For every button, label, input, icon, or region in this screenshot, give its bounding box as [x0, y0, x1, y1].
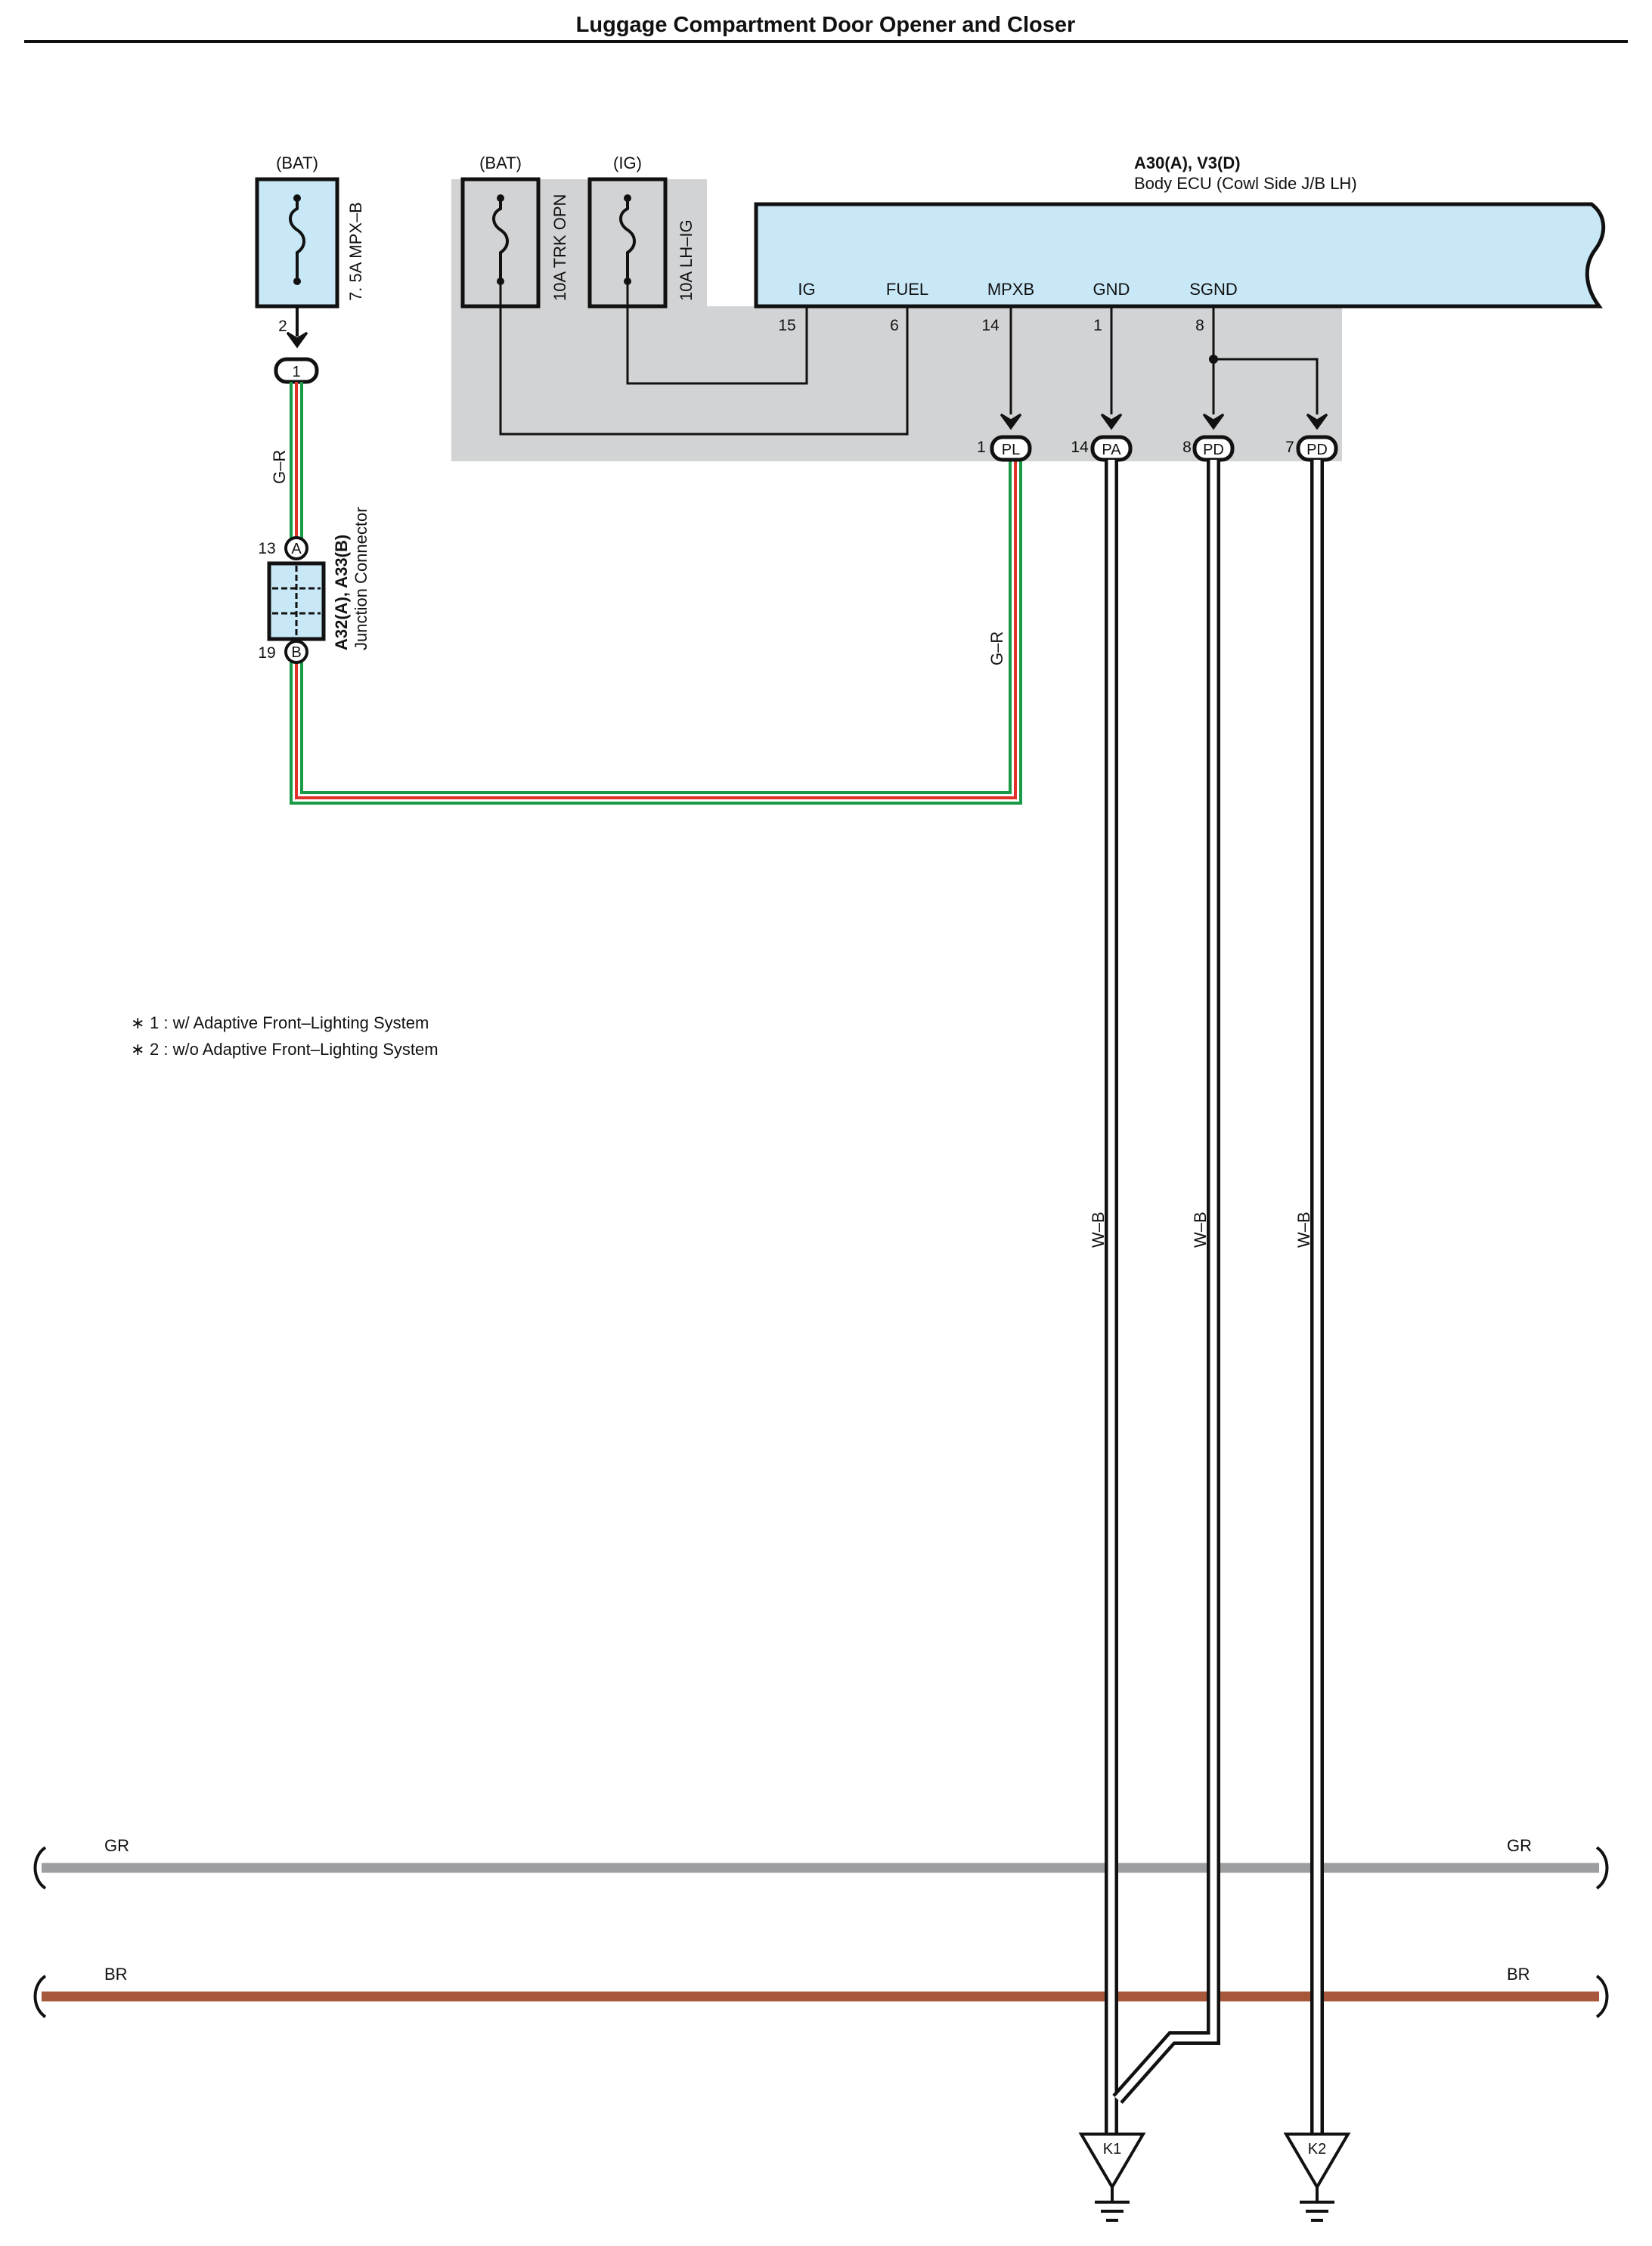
ecu-pin-sgnd: 8 — [1195, 317, 1204, 334]
fuse-3-icon — [619, 198, 636, 281]
bus-gr-break-right-icon — [1595, 1846, 1609, 1890]
connector-pd8-pin: 8 — [1182, 439, 1192, 456]
fuse-1-arrow-icon — [286, 331, 308, 349]
fuse-3-terminal-top — [624, 194, 631, 202]
connector-pl-pin: 1 — [977, 439, 986, 456]
connector-pa-tag: PA — [1102, 442, 1121, 458]
fuse-2-name: 10A TRK OPN — [550, 194, 569, 301]
ground-k1-tag: K1 — [1103, 2141, 1121, 2158]
wire-color-label-1: G–R — [270, 450, 289, 484]
ecu-terminal-sgnd: SGND — [1189, 280, 1238, 299]
ground-k2-symbol-icon — [1300, 2187, 1334, 2222]
inline-connector-1-tag: 1 — [292, 364, 300, 380]
connector-pa-arrow-icon — [1100, 413, 1123, 430]
junction-code: A32(A), A33(B) — [332, 535, 351, 650]
junction-pin-b: 19 — [258, 644, 275, 662]
bus-gr-label-left: GR — [104, 1836, 129, 1855]
bus-br-break-right-icon — [1595, 1975, 1609, 2018]
ecu-terminal-fuel: FUEL — [886, 280, 928, 299]
page-title: Luggage Compartment Door Opener and Clos… — [576, 13, 1076, 37]
wire-color-label-2: G–R — [987, 631, 1006, 665]
wire-color-label-3: W–B — [1089, 1211, 1108, 1248]
sgnd-splice-dot — [1209, 355, 1218, 364]
junction-tag-b — [284, 640, 308, 664]
gr-wire-junction-to-pl — [290, 460, 1022, 805]
ecu-pin-gnd: 1 — [1093, 317, 1102, 334]
connector-pd8-arrow-icon — [1202, 413, 1225, 430]
ecu-pin-mpxb: 14 — [981, 317, 1000, 334]
wire-color-label-5: W–B — [1294, 1211, 1313, 1248]
connector-pl-arrow-icon — [1000, 413, 1022, 430]
fuse-2-terminal-top — [497, 194, 504, 202]
bus-gr-label-right: GR — [1507, 1836, 1532, 1855]
junction-tag-a-text: A — [291, 541, 302, 557]
ecu-code: A30(A), V3(D) — [1134, 154, 1241, 172]
ecu-pin-ig: 15 — [778, 317, 795, 334]
bus-br-label-left: BR — [104, 1965, 128, 1984]
fuse-1-terminal-bottom — [293, 278, 301, 285]
connector-pd8-tag: PD — [1203, 442, 1224, 458]
fuse-1-icon — [289, 198, 305, 281]
junction-pin-a: 13 — [258, 540, 275, 557]
note-2-mark: ∗ — [131, 1040, 144, 1059]
connector-pd7-arrow-icon — [1306, 413, 1328, 430]
note-1-mark: ∗ — [131, 1013, 144, 1032]
fuse-2-source-label: (BAT) — [479, 154, 522, 172]
connector-pa-pin: 14 — [1071, 439, 1089, 456]
ecu-name: Body ECU (Cowl Side J/B LH) — [1134, 174, 1357, 193]
wire-color-label-4: W–B — [1191, 1211, 1210, 1248]
junction-tag-b-text: B — [291, 644, 301, 661]
ecu-box — [754, 202, 1606, 309]
wire-lh-ig-to-ig — [626, 281, 808, 385]
junction-tag-a — [284, 536, 308, 560]
fuse-1-pin: 2 — [278, 318, 287, 335]
ecu-pin-fuel: 6 — [890, 317, 899, 334]
ecu-terminal-ig: IG — [798, 280, 815, 299]
note-1-text: 1 : w/ Adaptive Front–Lighting System — [150, 1013, 429, 1032]
ecu-terminal-mpxb: MPXB — [987, 280, 1034, 299]
wb-wire-pd8-to-k1 — [1112, 460, 1220, 2104]
bus-gr-break-left-icon — [33, 1846, 47, 1890]
wire-trk-opn-to-fuel — [499, 281, 909, 436]
ground-k1-symbol-icon — [1095, 2187, 1130, 2222]
fuse-2-icon — [492, 198, 509, 281]
junction-name: Junction Connector — [352, 507, 370, 650]
ground-k1-triangle-icon — [1078, 2133, 1146, 2190]
connector-pl — [990, 435, 1032, 462]
ground-k2-tag: K2 — [1308, 2141, 1326, 2158]
ecu-terminal-gnd: GND — [1093, 280, 1130, 299]
gr-wire-fuse-to-junction — [290, 382, 303, 538]
bus-br-break-left-icon — [33, 1975, 47, 2018]
connector-pd7-tag: PD — [1306, 442, 1328, 458]
connector-pl-tag: PL — [1002, 442, 1020, 458]
fuse-1-source-label: (BAT) — [276, 154, 318, 172]
note-2-text: 2 : w/o Adaptive Front–Lighting System — [150, 1040, 439, 1059]
fuse-3-name: 10A LH–IG — [677, 219, 696, 301]
fuse-1-terminal-top — [293, 194, 301, 202]
bus-br-label-right: BR — [1507, 1965, 1530, 1984]
wire-sgnd-branch — [1213, 358, 1319, 414]
fuse-3-source-label: (IG) — [613, 154, 642, 172]
junction-block-shading — [451, 179, 1342, 461]
connector-pd7-pin: 7 — [1285, 439, 1294, 456]
fuse-1-name: 7. 5A MPX–B — [346, 202, 365, 301]
ground-k2-triangle-icon — [1283, 2133, 1351, 2190]
